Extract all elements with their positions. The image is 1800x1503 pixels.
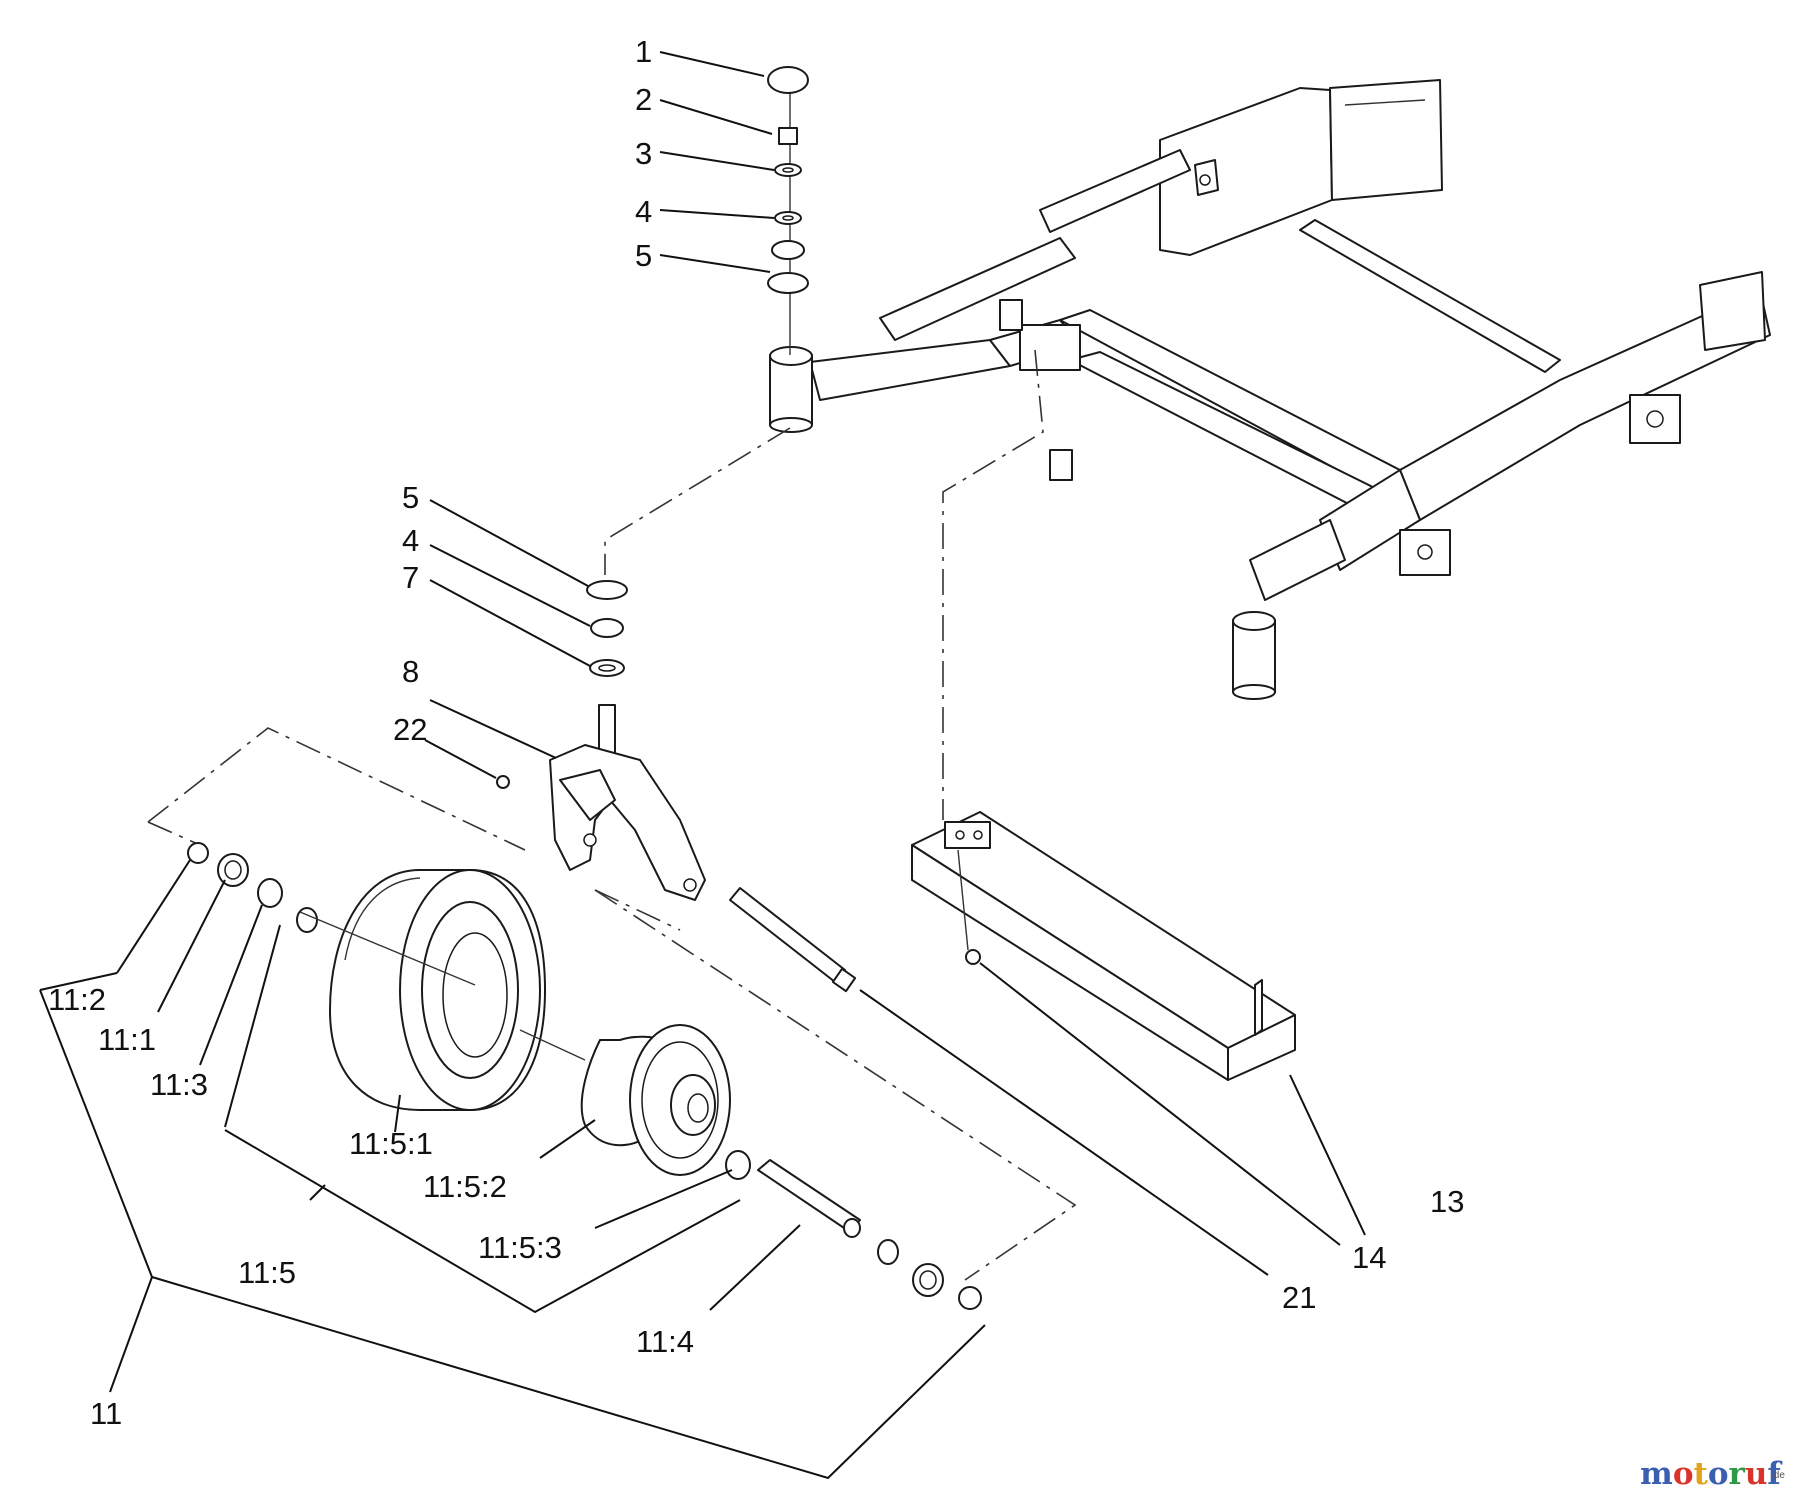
grease-fitting <box>496 775 510 789</box>
wm-letter-u: u <box>1745 1456 1768 1492</box>
callout-11: 11 <box>90 1396 122 1431</box>
weight-bolt <box>965 949 981 965</box>
callout-7: 7 <box>402 560 419 595</box>
wm-letter-r: r <box>1729 1456 1746 1492</box>
callout-11-3: 11:3 <box>150 1067 208 1102</box>
callout-3: 3 <box>635 136 652 171</box>
callout-labels: 1 2 3 4 5 5 4 7 8 22 11:2 11:1 11:3 11:5… <box>48 34 1464 1431</box>
wm-letter-m: m <box>1640 1456 1673 1492</box>
callout-11-5-3: 11:5:3 <box>478 1230 562 1265</box>
callout-5-upper: 5 <box>635 238 652 273</box>
callout-11-1: 11:1 <box>98 1022 156 1057</box>
lower-bearing-stack <box>586 580 628 677</box>
tire <box>329 869 546 1111</box>
rim <box>580 1024 731 1176</box>
callout-11-4: 11:4 <box>636 1324 694 1359</box>
bushing-left <box>257 878 283 908</box>
lower-bearing-cup <box>586 580 628 600</box>
axle-bolt <box>729 887 857 993</box>
callout-2: 2 <box>635 82 652 117</box>
bearing-cone <box>771 240 805 260</box>
right-kingpin-tube <box>1232 611 1276 700</box>
callout-1: 1 <box>635 34 652 69</box>
wheel-assembly <box>187 842 982 1310</box>
counterweight <box>911 811 1296 1081</box>
nut <box>778 127 798 145</box>
callout-14: 14 <box>1352 1240 1386 1275</box>
callout-5-lower: 5 <box>402 480 419 515</box>
callout-4-upper: 4 <box>635 194 652 229</box>
callout-13: 13 <box>1430 1184 1464 1219</box>
caster-fork <box>496 704 706 901</box>
lower-bearing-cone <box>590 618 624 638</box>
kingpin-housing <box>769 346 813 433</box>
wm-letter-o2: o <box>1708 1456 1729 1492</box>
callout-21: 21 <box>1282 1280 1316 1315</box>
bearing-cup <box>767 272 809 294</box>
axle-spacer-tube <box>757 1159 861 1233</box>
dust-cap <box>767 66 809 94</box>
callout-11-5-1: 11:5:1 <box>349 1126 433 1161</box>
callout-11-2: 11:2 <box>48 982 106 1017</box>
callout-11-5: 11:5 <box>238 1255 296 1290</box>
wm-letter-f: f <box>1767 1456 1782 1492</box>
wm-letter-t: t <box>1694 1456 1709 1492</box>
kingpin-hardware-stack <box>767 66 809 355</box>
leader-lines <box>39 51 1366 1480</box>
washer-left <box>296 907 318 933</box>
callout-8: 8 <box>402 654 419 689</box>
bushing-right-2 <box>877 1239 899 1265</box>
weight-bracket <box>944 821 991 849</box>
motoruf-watermark: motoruf .de <box>1640 1456 1785 1492</box>
callout-22: 22 <box>393 712 427 747</box>
svg-text:motoruf: motoruf <box>1640 1456 1782 1492</box>
wm-suffix: .de <box>1771 1470 1785 1481</box>
wm-letter-o: o <box>1673 1456 1694 1492</box>
callout-11-5-2: 11:5:2 <box>423 1169 507 1204</box>
callout-4-lower: 4 <box>402 523 419 558</box>
spacer-right <box>958 1286 982 1310</box>
main-frame <box>769 79 1771 700</box>
spacer-left <box>187 842 209 864</box>
frame-brackets <box>999 159 1681 576</box>
bushing-right-1 <box>725 1150 751 1180</box>
